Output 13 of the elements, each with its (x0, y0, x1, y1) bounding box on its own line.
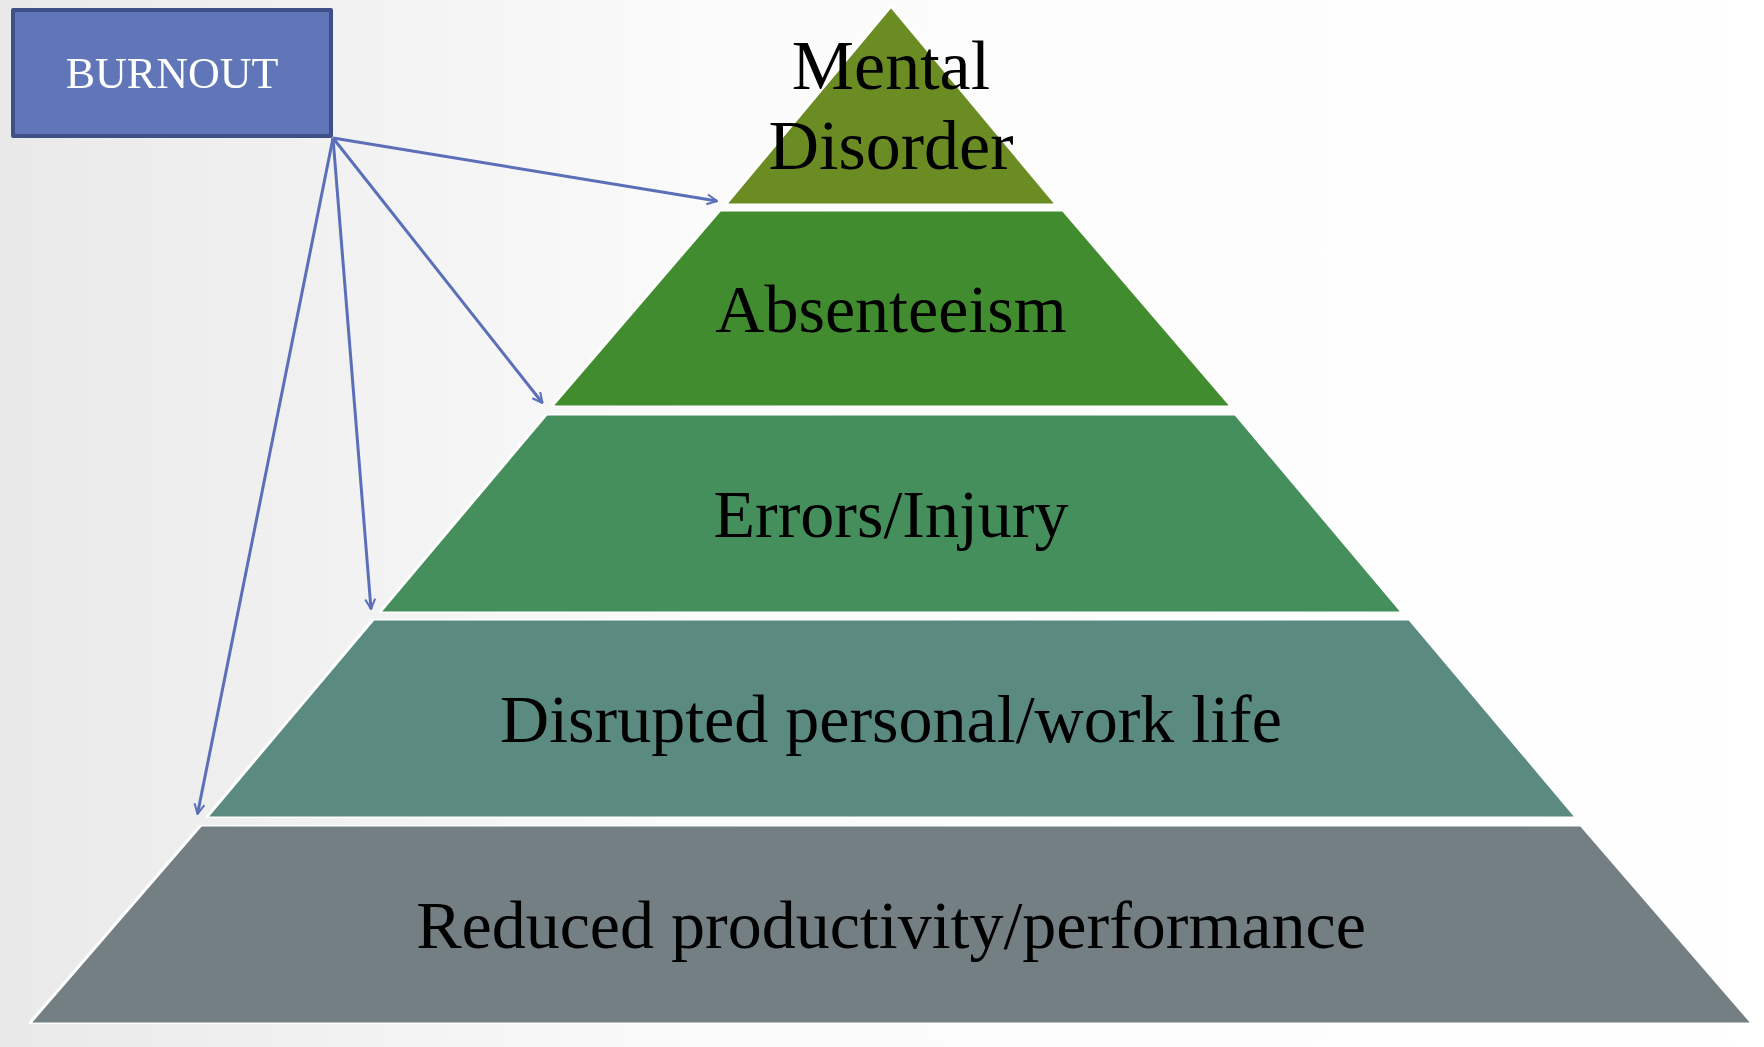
pyramid-tier (550, 210, 1232, 407)
pyramid-tier (29, 825, 1753, 1024)
arrow (331, 137, 377, 610)
title-box: BURNOUT (11, 8, 333, 138)
pyramid-tier (379, 414, 1403, 613)
pyramid-tier (205, 619, 1577, 818)
arrow (332, 136, 718, 206)
arrow (331, 137, 544, 404)
tier-label: Reduced productivity/performance (416, 885, 1366, 964)
arrow (193, 137, 335, 815)
tier-label: Disrupted personal/work life (500, 679, 1282, 758)
tier-label: Errors/Injury (713, 474, 1069, 553)
tier-label: Absenteeism (715, 269, 1067, 348)
